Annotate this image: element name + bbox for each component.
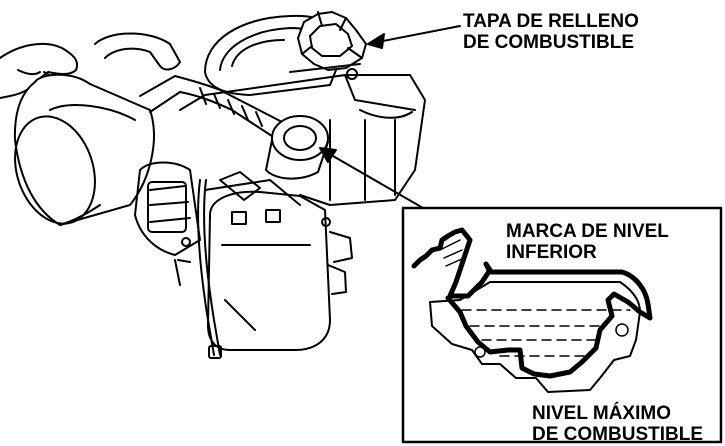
max-fuel-level-label: NIVEL MÁXIMO DE COMBUSTIBLE xyxy=(532,403,703,445)
lower-level-mark-label-line-1: MARCA DE NIVEL xyxy=(506,221,669,242)
max-fuel-level-label-line-2: DE COMBUSTIBLE xyxy=(532,424,703,445)
fuel-cap-label-line-2: DE COMBUSTIBLE xyxy=(463,32,634,53)
lower-level-mark-label: MARCA DE NIVEL INFERIOR xyxy=(506,221,669,263)
max-fuel-level-label-line-1: NIVEL MÁXIMO xyxy=(532,403,671,424)
fuel-level-inset xyxy=(401,206,723,444)
fuel-cap-label: TAPA DE RELLENO DE COMBUSTIBLE xyxy=(463,11,639,53)
fuel-cap-label-line-1: TAPA DE RELLENO xyxy=(463,11,639,32)
engine-drawing xyxy=(134,11,426,359)
lower-level-mark-label-line-2: INFERIOR xyxy=(506,242,597,263)
